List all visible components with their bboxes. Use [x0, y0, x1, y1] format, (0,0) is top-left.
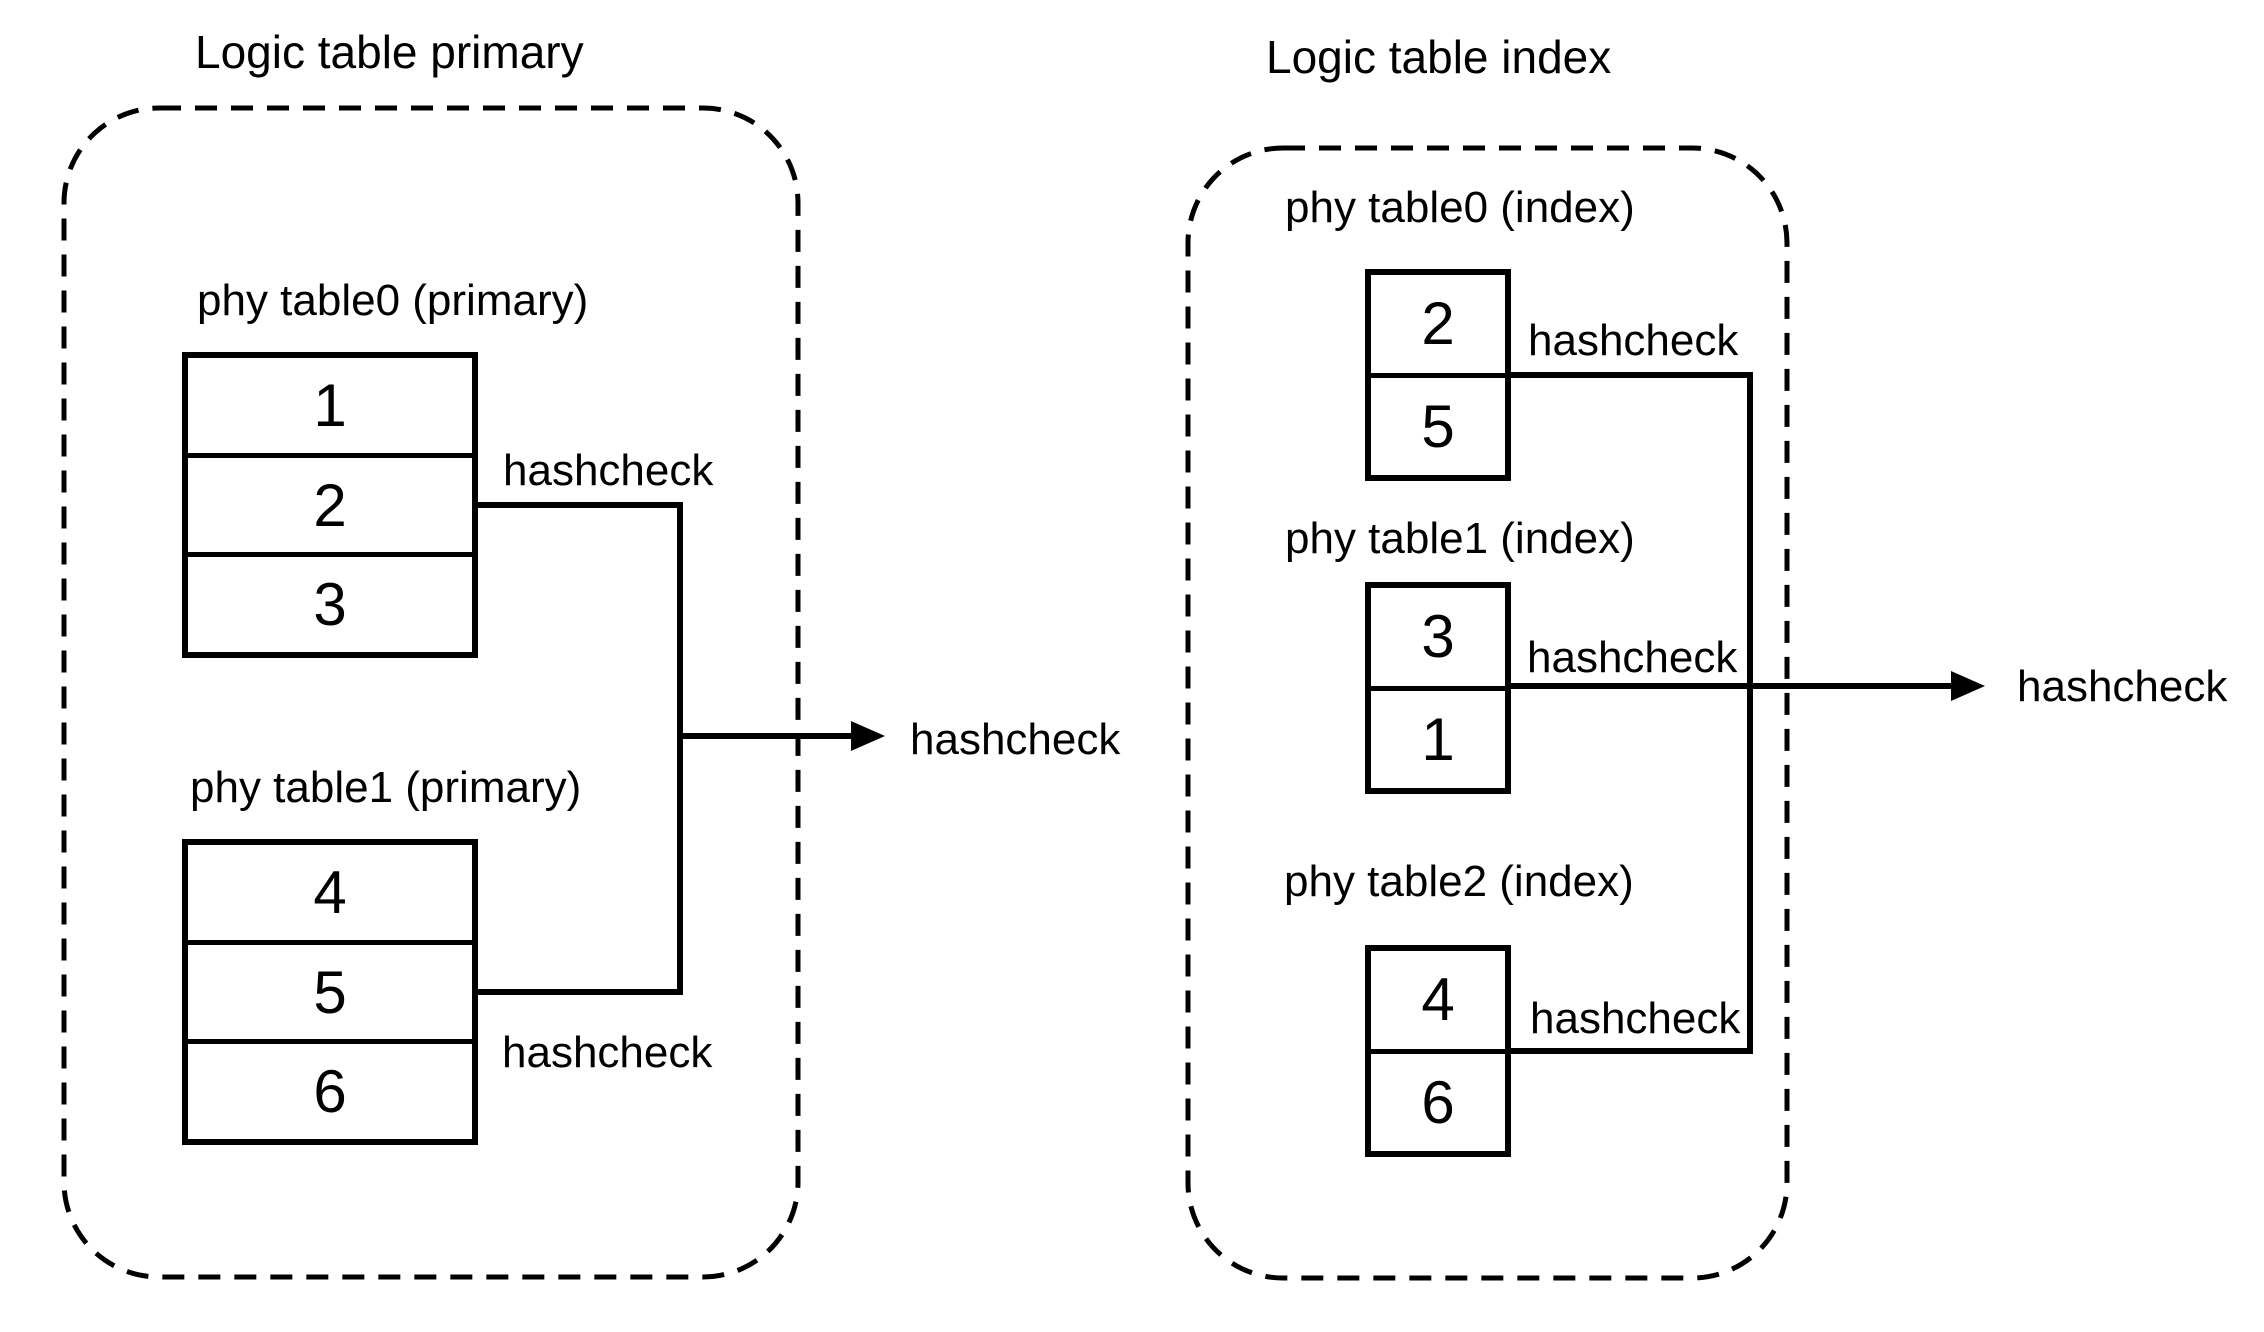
- index-table0-label: phy table0 (index): [1285, 183, 1635, 232]
- index-hashcheck-connector: [1508, 372, 1753, 1054]
- index-table1-label: phy table1 (index): [1285, 514, 1635, 563]
- index-table0-cell: 2: [1371, 275, 1505, 378]
- primary-table0: 1 2 3: [182, 352, 478, 658]
- index-table1-hashcheck-label: hashcheck: [1527, 633, 1738, 682]
- index-table1: 3 1: [1365, 582, 1511, 794]
- index-table2-label: phy table2 (index): [1284, 857, 1634, 906]
- primary-table1-cell: 6: [313, 1058, 347, 1126]
- index-table2-hashcheck-label: hashcheck: [1530, 994, 1741, 1043]
- primary-table1-hashcheck-label: hashcheck: [502, 1028, 713, 1077]
- primary-arrowhead-icon: [851, 721, 885, 751]
- index-table2-cell: 6: [1421, 1068, 1455, 1136]
- index-table2-cell: 4: [1371, 951, 1505, 1054]
- primary-group-border: [61, 105, 801, 1280]
- primary-group-title: Logic table primary: [195, 26, 584, 78]
- index-table1-cell: 3: [1371, 588, 1505, 691]
- primary-hashcheck-connector: [475, 502, 683, 995]
- primary-table1: 4 5 6: [182, 839, 478, 1145]
- primary-table0-label: phy table0 (primary): [197, 276, 589, 325]
- index-table2: 4 6: [1365, 945, 1511, 1157]
- primary-table0-cell: 1: [188, 358, 472, 458]
- primary-table0-cell: 3: [313, 571, 347, 639]
- index-group-border: [1185, 145, 1790, 1281]
- primary-table0-cell: 2: [188, 458, 472, 558]
- primary-table1-label: phy table1 (primary): [190, 763, 582, 812]
- index-table0-cell: 5: [1421, 392, 1455, 460]
- index-arrowhead-icon: [1951, 671, 1985, 701]
- index-arrow-label: hashcheck: [2017, 662, 2228, 711]
- index-table1-cell: 1: [1421, 705, 1455, 773]
- index-group-title: Logic table index: [1266, 31, 1612, 83]
- primary-table1-cell: 4: [188, 845, 472, 945]
- index-table0: 2 5: [1365, 269, 1511, 481]
- index-table0-hashcheck-label: hashcheck: [1528, 316, 1739, 365]
- primary-table0-hashcheck-label: hashcheck: [503, 446, 714, 495]
- primary-table1-cell: 5: [188, 945, 472, 1045]
- primary-arrow-label: hashcheck: [910, 715, 1121, 764]
